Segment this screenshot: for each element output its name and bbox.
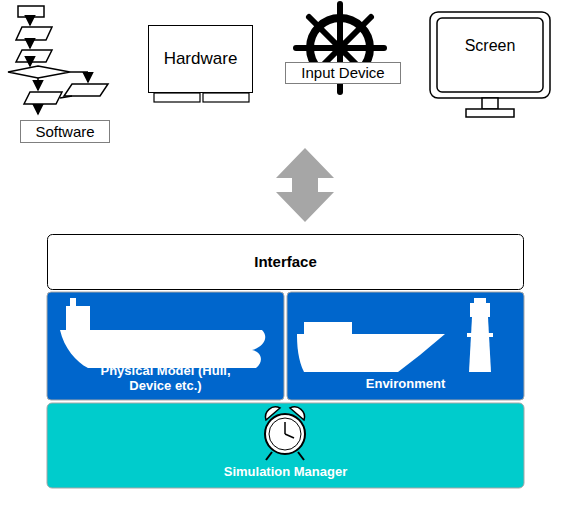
manager-panel [47,403,524,488]
label-box: Software [20,120,110,143]
hardware-pins [154,93,249,102]
physical-panel [47,292,284,400]
ship-silhouette [60,298,265,368]
interface-panel [48,235,524,290]
node-text: Software [35,123,94,141]
layer-box: Simulation Manager [47,403,524,488]
layer-box: Environment [287,292,524,400]
node-text: Interface [254,253,317,271]
hardware-box: Hardware [148,25,253,93]
boat-silhouette [297,322,445,372]
label-box: Input Device [285,62,401,84]
layer-box: Interface [48,235,523,289]
node-text: Hardware [164,49,238,69]
node-text: Screen [465,36,516,55]
node-text: Physical Model (Hull, Device etc.) [98,363,234,394]
flowchart-icon [8,6,108,114]
monitor-icon [430,12,550,117]
node-text: Input Device [301,64,384,82]
node-text: Environment [366,376,445,392]
ship-wheel [296,4,384,92]
node-text: Simulation Manager [224,464,348,480]
screen-label: Screen [442,24,538,68]
lighthouse [467,298,493,372]
layer-box: Physical Model (Hull, Device etc.) [47,292,284,400]
alarm-clock [265,407,305,460]
double-arrow [276,148,334,222]
environment-panel [287,292,524,400]
